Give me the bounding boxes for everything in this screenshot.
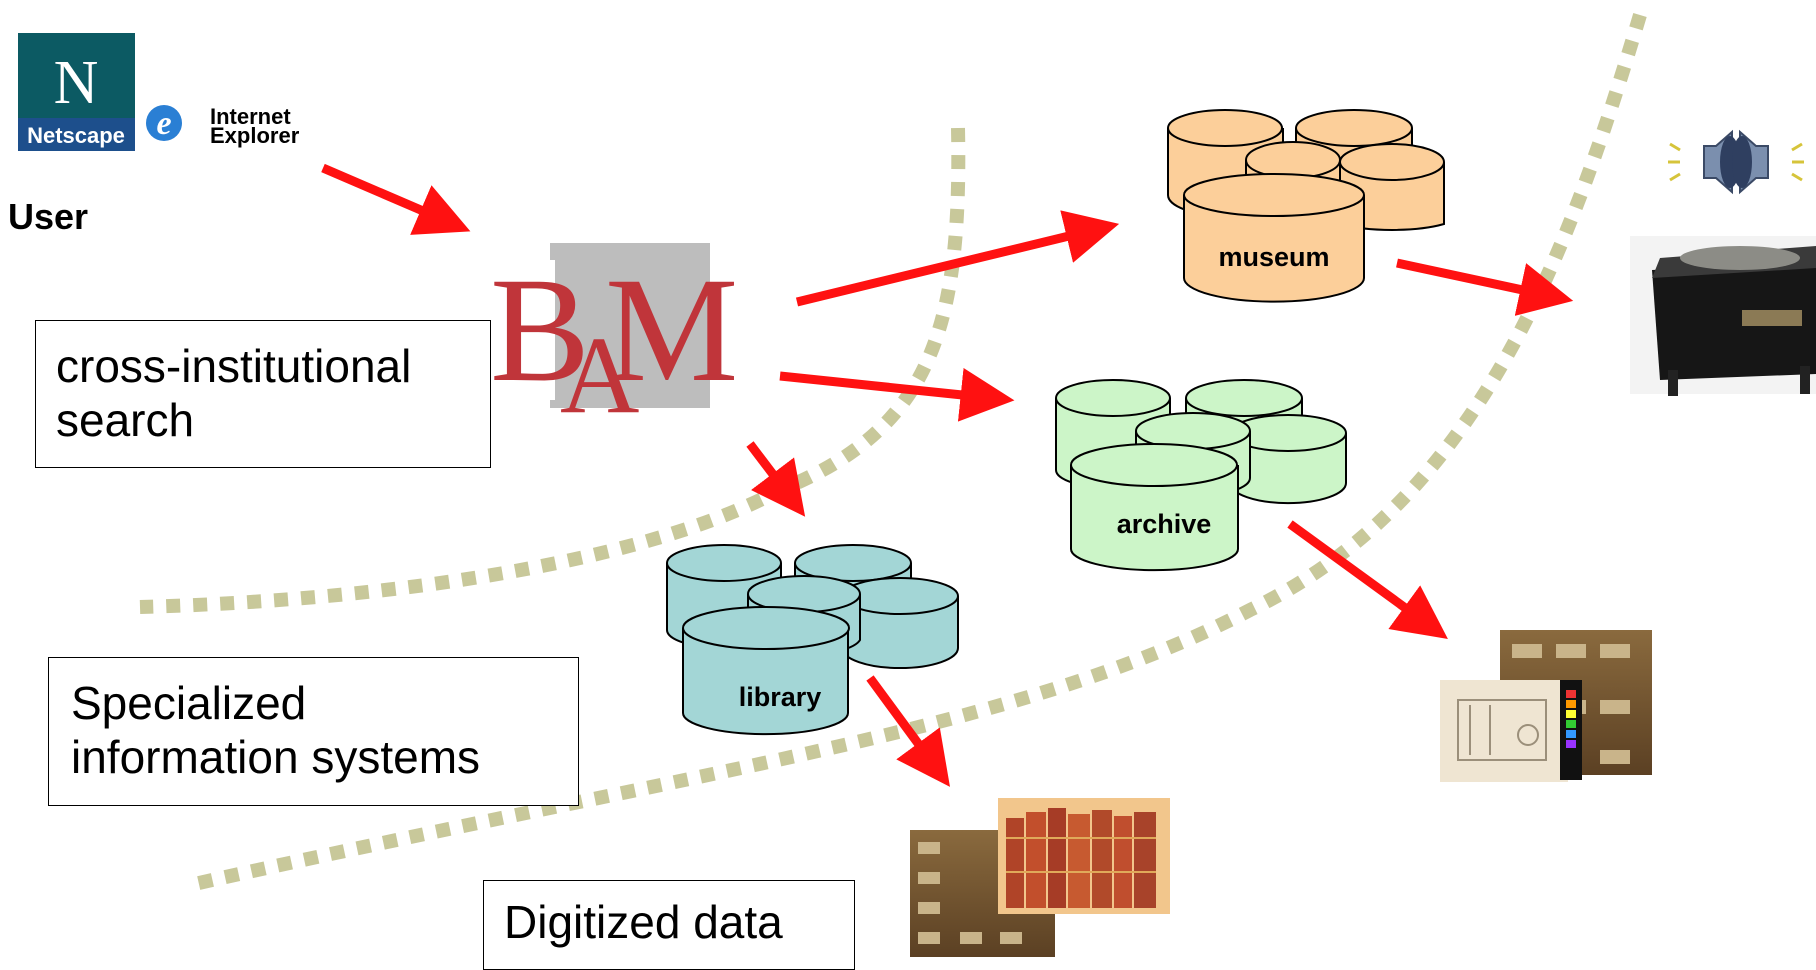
- specialized-box-line-2: information systems: [71, 731, 481, 783]
- svg-text:M: M: [605, 247, 738, 413]
- arrow-user-to-portal: [321, 163, 471, 235]
- svg-text:N: N: [54, 49, 99, 117]
- arrow-portal-to-museum: [795, 210, 1120, 307]
- svg-text:Netscape: Netscape: [27, 123, 125, 148]
- internet-explorer-icon: e Internet Explorer: [146, 104, 300, 148]
- search-box-line-1: cross-institutional: [56, 340, 412, 392]
- archive-database-stack: archive: [1055, 379, 1347, 572]
- svg-text:B: B: [490, 247, 590, 413]
- cross-institutional-search-box: cross-institutional search: [35, 320, 491, 468]
- boundary-curve-inner: [139, 127, 966, 614]
- netscape-icon: N Netscape: [18, 33, 135, 151]
- specialized-box-line-1: Specialized: [71, 677, 307, 729]
- svg-text:e: e: [156, 105, 171, 142]
- arrow-library-to-books: [866, 675, 950, 787]
- speakers-icon: [1668, 129, 1804, 195]
- flow-arrows: [321, 163, 1574, 787]
- museum-cylinder-front: [1183, 173, 1365, 303]
- library-label: library: [739, 682, 822, 712]
- svg-text:A: A: [560, 314, 639, 436]
- museum-label: museum: [1218, 242, 1329, 272]
- library-books-photo: [910, 798, 1170, 957]
- search-box-line-2: search: [56, 394, 195, 446]
- arrow-museum-to-media: [1396, 258, 1574, 316]
- bam-logo: B A M: [490, 243, 738, 436]
- archive-label: archive: [1117, 509, 1212, 539]
- archive-cylinder-front: [1070, 443, 1239, 572]
- phonograph-photo: [1630, 236, 1816, 396]
- svg-text:Internet: Internet: [210, 104, 291, 129]
- library-cylinder-front: [682, 606, 850, 736]
- arrow-portal-to-archive: [779, 367, 1015, 422]
- museum-database-stack: museum: [1167, 109, 1445, 303]
- arrow-archive-to-drawings: [1287, 520, 1448, 639]
- svg-text:Explorer: Explorer: [210, 123, 300, 148]
- archive-drawings-photo: [1440, 630, 1652, 782]
- digitized-box-text: Digitized data: [504, 896, 783, 948]
- archive-cylinder-right: [1229, 414, 1347, 505]
- user-label: User: [8, 196, 89, 237]
- boundary-lines: [139, 13, 1647, 892]
- library-database-stack: library: [666, 544, 959, 736]
- arrow-portal-to-library: [746, 441, 806, 517]
- specialized-systems-box: Specialized information systems: [48, 657, 579, 806]
- library-cylinder-right: [841, 577, 959, 670]
